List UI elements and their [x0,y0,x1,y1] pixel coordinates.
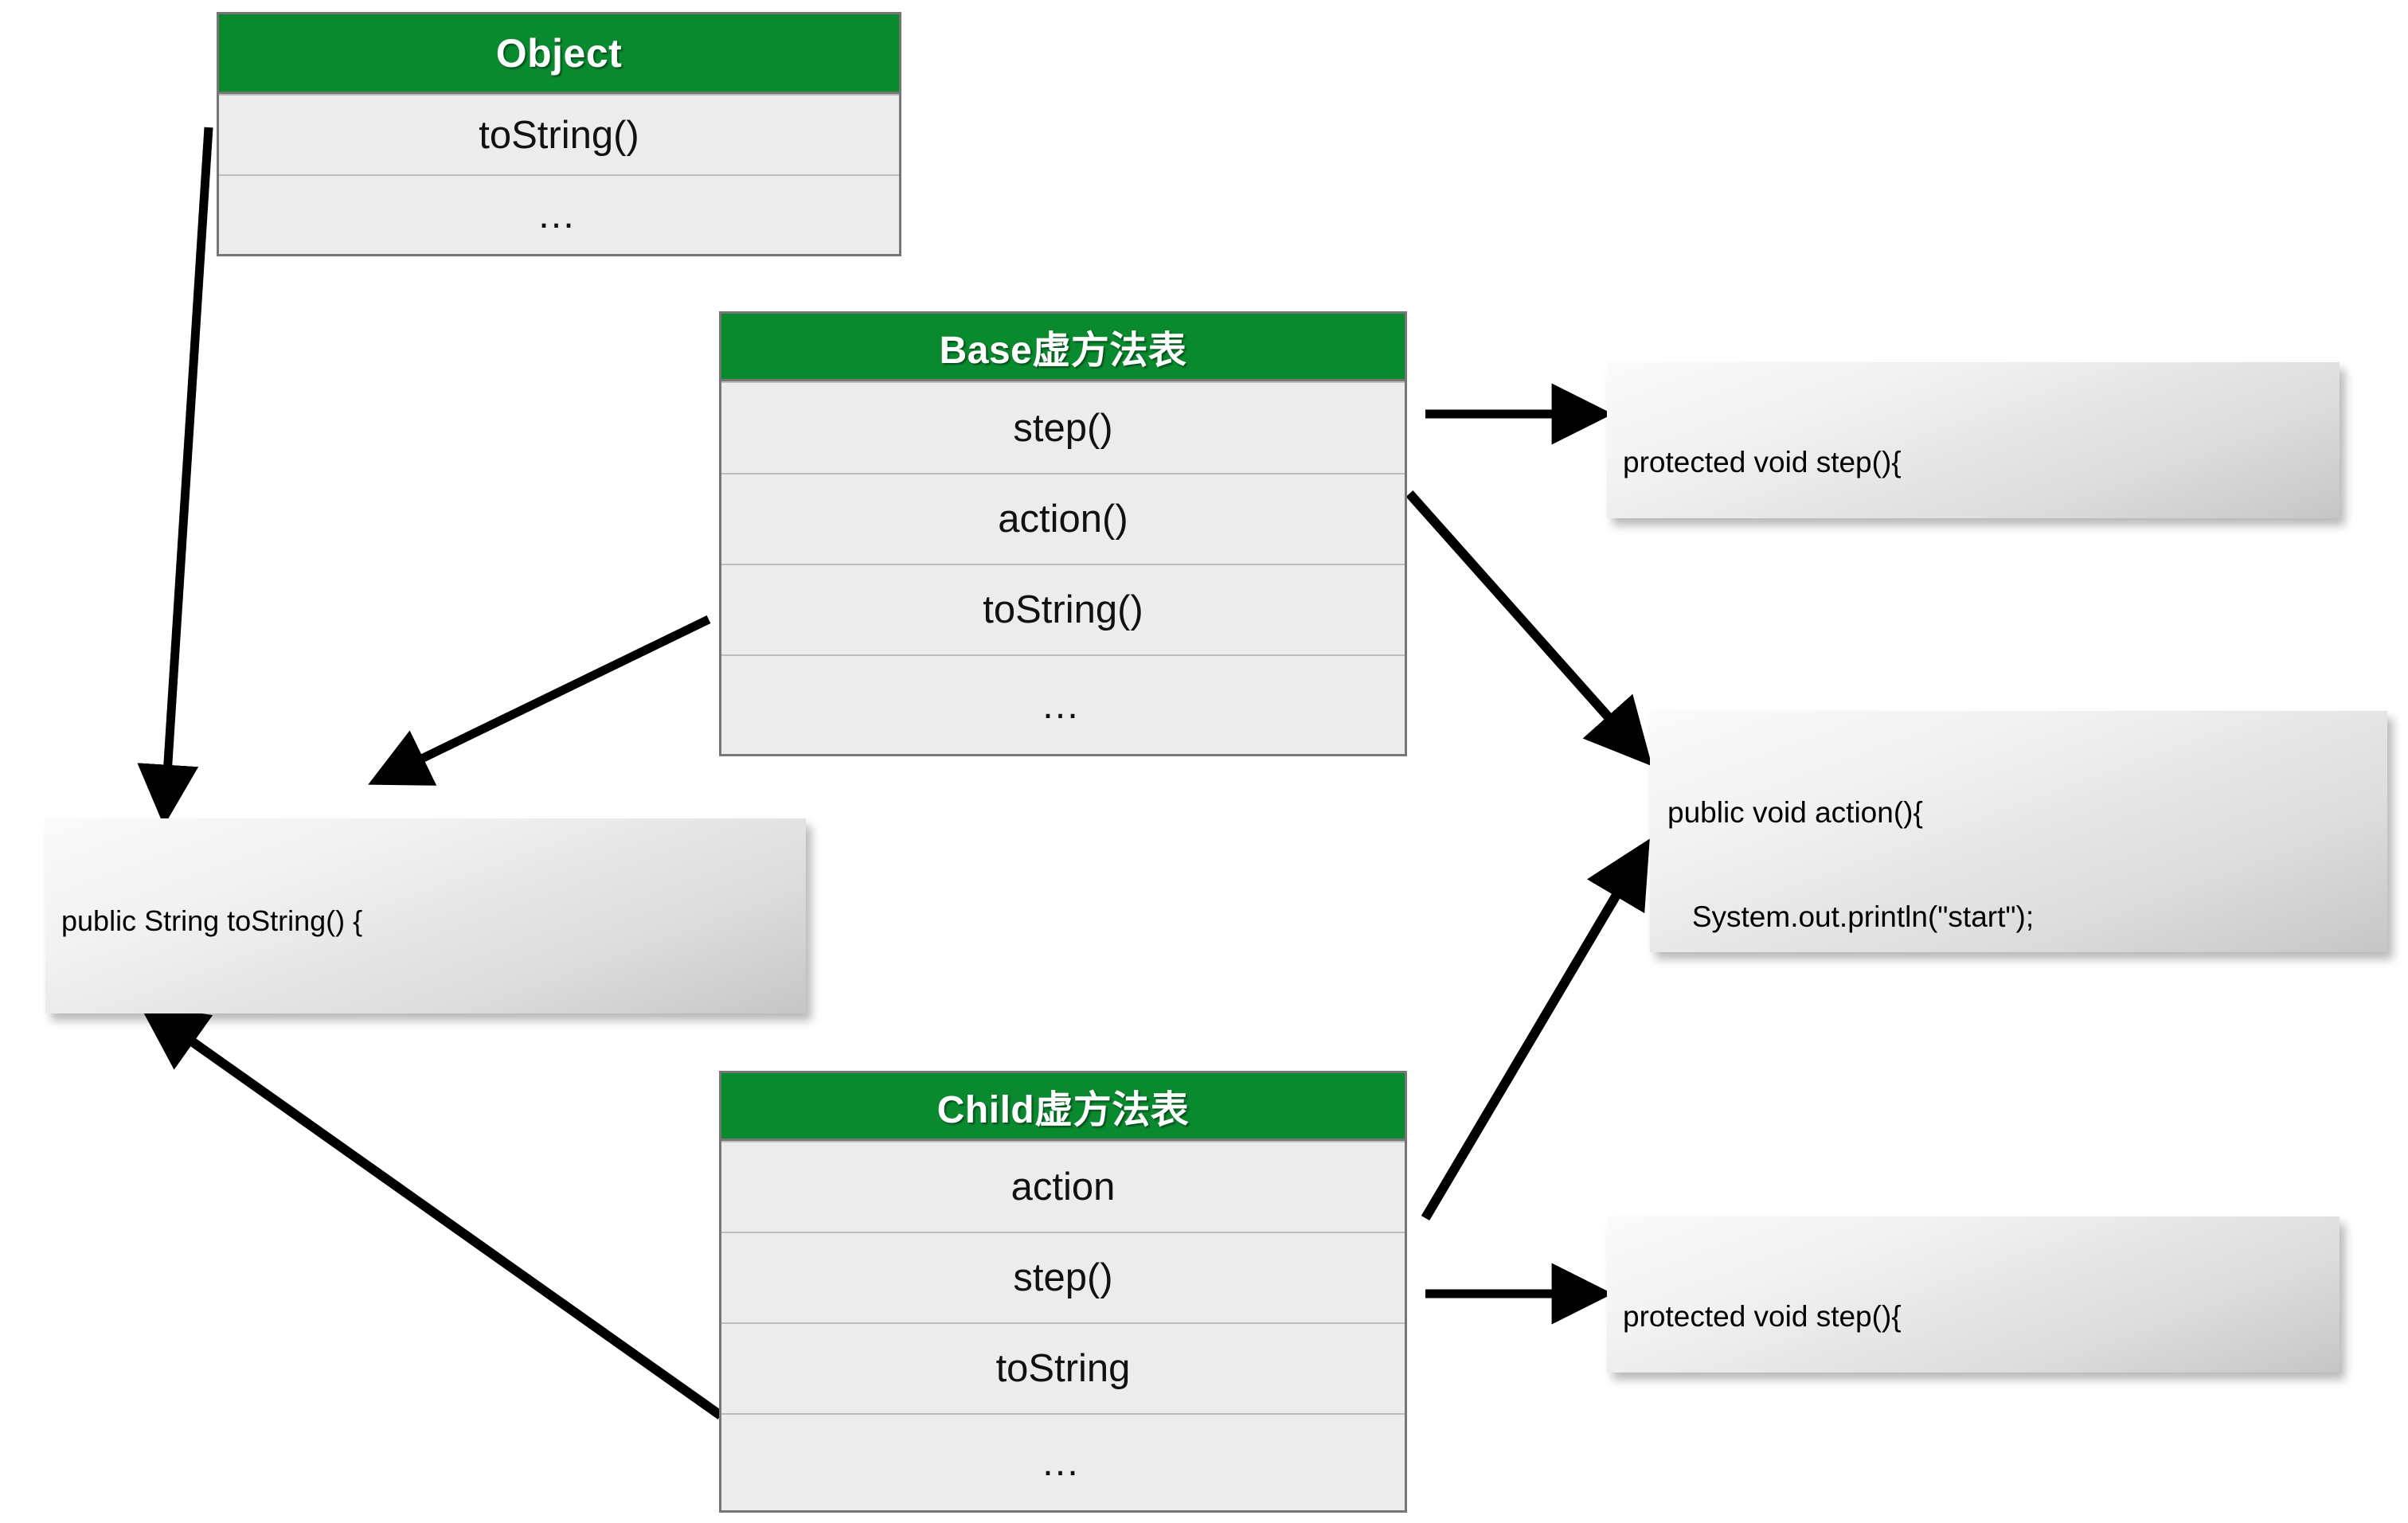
object-vtable-header: Object [219,14,899,94]
child-vtable-header: Child虚方法表 [721,1073,1405,1141]
child-vtable-row-tostring[interactable]: toString [721,1322,1405,1413]
base-vtable: Base虚方法表 step() action() toString() … [719,311,1407,756]
base-vtable-row-tostring[interactable]: toString() [721,564,1405,654]
arrow-child-action-to-code [1421,838,1650,1221]
base-vtable-row-action[interactable]: action() [721,473,1405,564]
child-vtable: Child虚方法表 action step() toString … [719,1071,1407,1513]
object-vtable-row-tostring[interactable]: toString() [219,94,899,174]
child-step-code-box: protected void step(){ System.out.printl… [1607,1216,2340,1373]
child-vtable-row-ellipsis: … [721,1413,1405,1510]
object-tostring-code-line-1: public String toString() { [61,904,363,937]
action-code-line-1: public void action(){ [1667,796,1923,829]
arrow-base-tostring-to-code [368,615,711,786]
arrow-base-action-to-code [1405,490,1652,767]
base-vtable-row-step[interactable]: step() [721,381,1405,473]
action-code-box: public void action(){ System.out.println… [1650,711,2387,952]
arrow-child-tostring-to-code [139,1003,724,1420]
base-vtable-row-ellipsis: … [721,654,1405,754]
base-vtable-header: Base虚方法表 [721,314,1405,381]
arrow-object-tostring-to-code [137,127,213,826]
child-vtable-row-step[interactable]: step() [721,1232,1405,1322]
child-vtable-row-action[interactable]: action [721,1141,1405,1232]
object-tostring-code-line-2: return getClass().getName() + "@" + [61,1006,790,1013]
child-step-code-line-1: protected void step(){ [1623,1300,1902,1333]
object-vtable: Object toString() … [217,12,901,256]
base-step-code-box: protected void step(){ System.out.printl… [1607,362,2340,518]
object-vtable-row-ellipsis: … [219,174,899,254]
action-code-line-2: System.out.println("start"); [1667,900,2035,934]
object-tostring-code-box: public String toString() { return getCla… [45,818,806,1013]
base-step-code-line-1: protected void step(){ [1623,446,1902,478]
